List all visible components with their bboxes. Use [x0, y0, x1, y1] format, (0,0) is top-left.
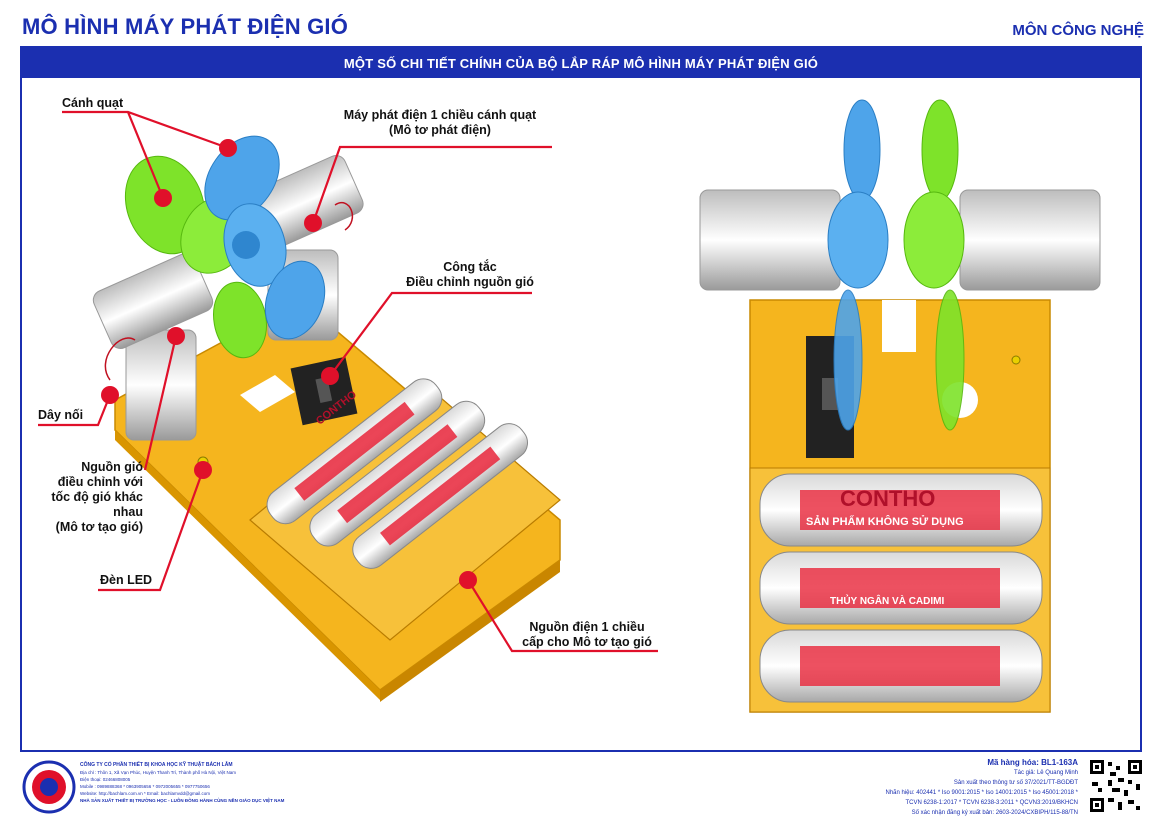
label-may-phat: Máy phát điện 1 chiều cánh quạt (Mô tơ p… [330, 108, 550, 138]
label-nguon-gio-line2: điều chỉnh với [57, 475, 143, 489]
green-hub [903, 191, 965, 289]
blue-blade-top [843, 99, 881, 201]
battery-slogan-right-1: SẢN PHẨM KHÔNG SỬ DỤNG [806, 516, 964, 528]
blue-blade-bottom [833, 289, 863, 431]
battery-3-wrap [380, 446, 501, 546]
product-author: Tác giả: Lê Quang Minh [1013, 770, 1078, 776]
battery-brand-right: CONTHO [840, 486, 936, 511]
label-may-phat-line1: Máy phát điện 1 chiều cánh quạt [343, 108, 537, 122]
label-den-led: Đèn LED [100, 573, 153, 587]
green-blade-bottom [935, 289, 965, 431]
product-tcvn: TCVN 6238-1:2017 * TCVN 6238-3:2011 * QC… [905, 800, 1078, 806]
leader-may-phat [311, 145, 552, 224]
product-decree: Sản xuất theo thông tư số 37/2021/TT-BGD… [953, 780, 1078, 786]
label-cong-tac: Công tắc Điều chỉnh nguồn gió [395, 260, 545, 290]
company-phone: Điện thoại: 02466808005 [80, 777, 131, 782]
company-info: CÔNG TY CỔ PHẦN THIẾT BỊ KHOA HỌC KỸ THU… [80, 762, 380, 804]
label-nguon-dien-line1: Nguồn điện 1 chiều [529, 620, 645, 634]
company-logo [22, 760, 76, 814]
label-nguon-gio-line4: (Mô tơ tạo gió) [55, 520, 143, 534]
leader-dots [101, 139, 477, 589]
switch-toggle-right [822, 378, 838, 410]
label-nguon-dien: Nguồn điện 1 chiều cấp cho Mô tơ tạo gió [512, 620, 662, 650]
blue-hub [827, 191, 889, 289]
battery-stack-right [759, 473, 1043, 703]
blue-fan-left [204, 135, 326, 340]
label-nguon-gio: Nguồn gió điều chỉnh với tốc độ gió khác… [20, 460, 143, 535]
battery-stack-left [266, 378, 528, 569]
led-right [1011, 355, 1021, 365]
wind-motor-right [699, 189, 841, 291]
label-canh-quat: Cánh quạt [62, 96, 124, 110]
qr-code [1088, 758, 1144, 814]
leader-nguon-gio [143, 335, 178, 471]
company-name: CÔNG TY CỔ PHẦN THIẾT BỊ KHOA HỌC KỸ THU… [80, 762, 233, 768]
label-cong-tac-line1: Công tắc [443, 260, 497, 274]
footer: CÔNG TY CỔ PHẦN THIẾT BỊ KHOA HỌC KỸ THU… [0, 752, 1166, 826]
base-edge-left [115, 430, 380, 700]
right-model [699, 99, 1101, 713]
company-slogan: NHÀ SẢN XUẤT THIẾT BỊ TRƯỜNG HỌC - LUÔN … [80, 798, 285, 803]
label-cong-tac-line2: Điều chỉnh nguồn gió [406, 275, 534, 289]
company-mobile: Mobile : 0989888368 * 0963905656 * 09720… [80, 784, 210, 789]
product-reg: Số xác nhận đăng ký xuất bản: 2603-2024/… [911, 810, 1078, 816]
label-nguon-dien-line2: cấp cho Mô tơ tạo gió [522, 635, 652, 649]
green-blade-top [921, 99, 959, 201]
wire-right [334, 202, 354, 231]
leader-day-noi [38, 394, 112, 427]
company-web: Website: http://bachlam.com.vn * Email: … [80, 791, 211, 796]
product-info: Mã hàng hóa: BL1-163A Tác giả: Lê Quang … [698, 758, 1079, 818]
wind-motor-housing [92, 253, 214, 349]
generator-right [959, 189, 1101, 291]
left-model [92, 135, 561, 702]
label-nguon-gio-line3: tốc độ gió khác nhau [51, 490, 143, 519]
product-iso: Nhãn hiệu: 402441 * Iso 9001:2015 * Iso … [885, 790, 1079, 796]
battery-2-wrap [337, 424, 458, 524]
label-may-phat-line2: (Mô tơ phát điện) [389, 123, 491, 137]
label-day-noi: Dây nối [38, 408, 84, 422]
battery-slogan-right-2: THỦY NGÂN VÀ CADIMI [830, 596, 945, 607]
company-address: Địa chỉ : Thôn 1, Xã Vạn Phúc, Huyện Tha… [80, 770, 237, 775]
base-slot-right [882, 300, 916, 352]
leader-canh-quat-b [126, 111, 165, 199]
label-nguon-gio-line1: Nguồn gió [81, 460, 143, 474]
leader-den-led [98, 469, 205, 592]
product-code: Mã hàng hóa: BL1-163A [987, 758, 1078, 767]
wire-left [104, 337, 136, 381]
leader-lines [38, 110, 658, 653]
leader-nguon-dien [467, 579, 658, 653]
base-edge-right [380, 560, 560, 702]
leader-cong-tac [329, 291, 532, 377]
battery-1-wrap [294, 401, 415, 501]
leader-canh-quat-a [62, 110, 229, 150]
section-banner: MỘT SỐ CHI TIẾT CHÍNH CỦA BỘ LẮP RÁP MÔ … [22, 48, 1140, 78]
base-slot [240, 375, 295, 412]
subject-label: MÔN CÔNG NGHỆ [1012, 22, 1144, 39]
page-title: MÔ HÌNH MÁY PHÁT ĐIỆN GIÓ [22, 14, 349, 39]
wind-motor-post [125, 329, 197, 441]
